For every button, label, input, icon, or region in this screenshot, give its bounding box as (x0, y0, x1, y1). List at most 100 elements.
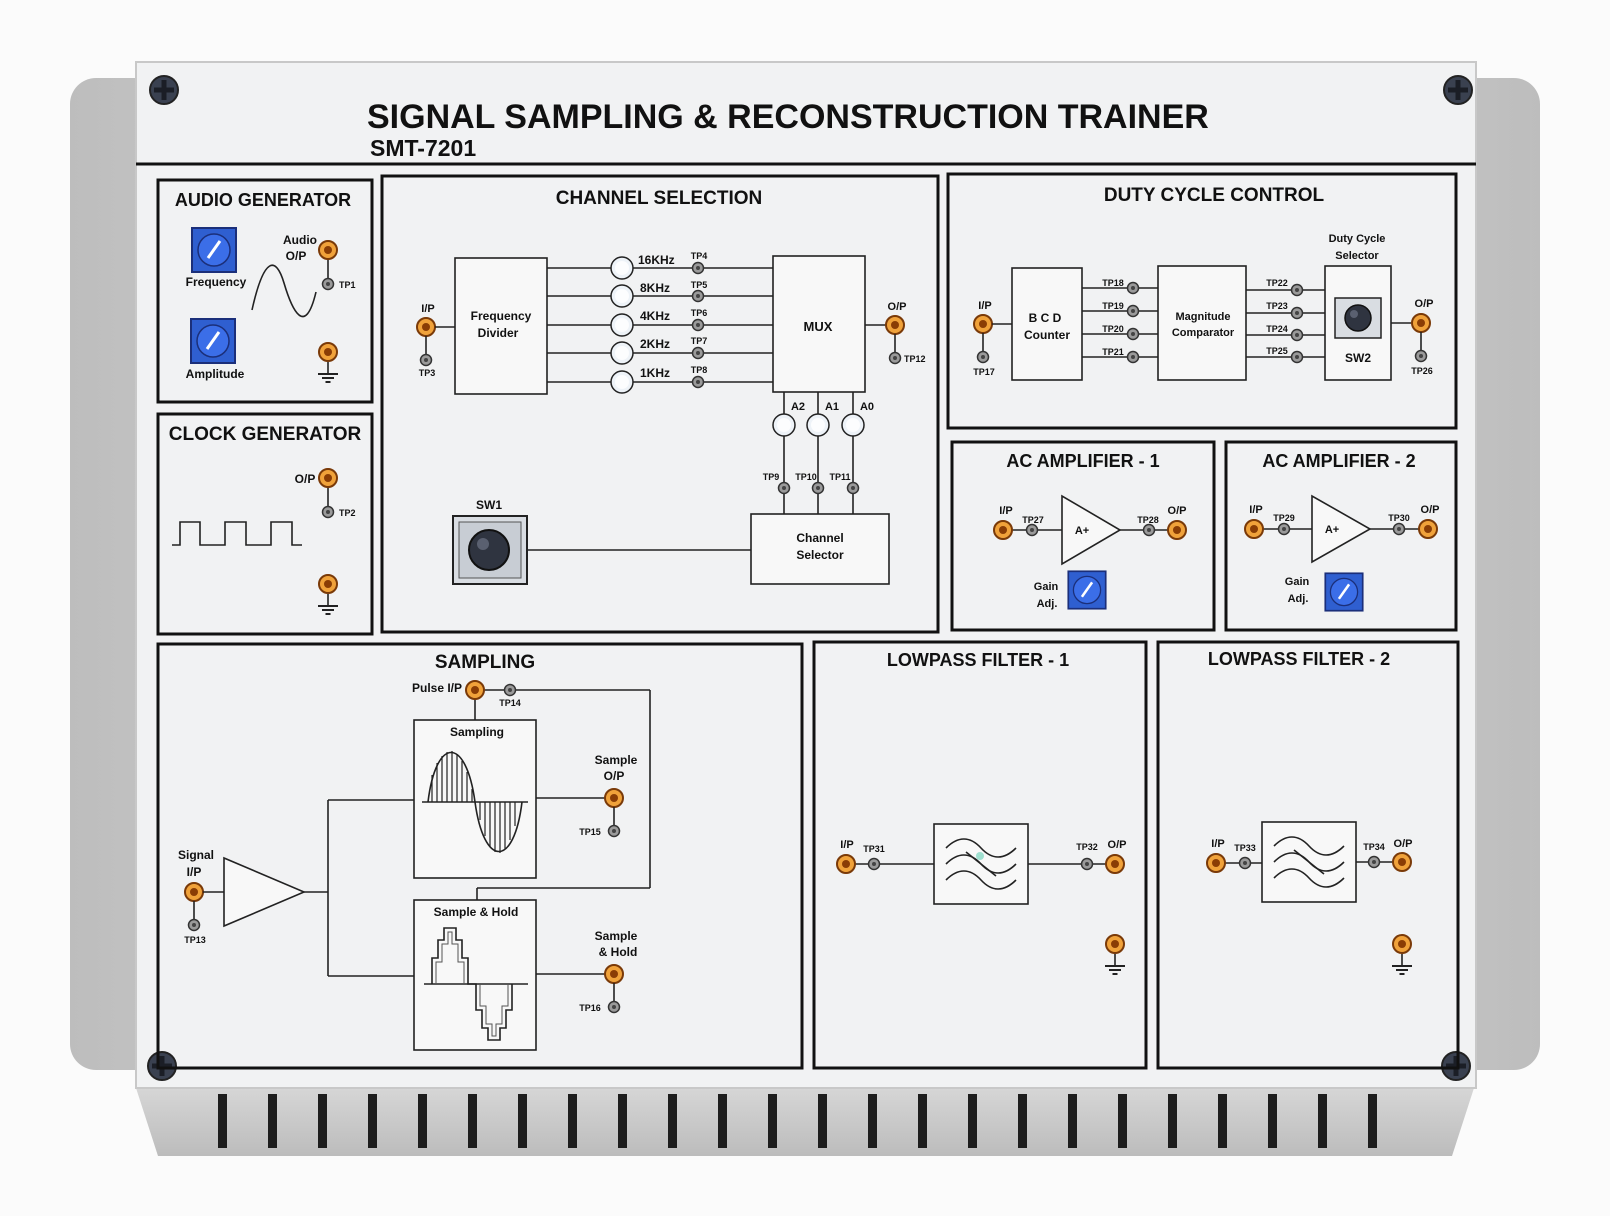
signal-ip-socket[interactable] (184, 882, 204, 902)
ip-label: I/P (840, 839, 853, 851)
tp6-testpoint[interactable] (691, 318, 705, 332)
tp21-testpoint[interactable] (1126, 350, 1140, 364)
tp33-testpoint[interactable] (1238, 856, 1252, 870)
tp16-testpoint[interactable] (607, 1000, 621, 1014)
clock-op-label: O/P (295, 472, 316, 486)
sample-hold-block (413, 899, 537, 1051)
ground-socket[interactable] (1105, 934, 1125, 954)
frequency-channels: 16KHz 8KHz 4KHz 2KHz 1KHz TP4 TP5 TP6 TP… (547, 251, 773, 394)
sw2-pushbutton[interactable] (1334, 297, 1382, 339)
tp4-testpoint[interactable] (691, 261, 705, 275)
tp25-testpoint[interactable] (1290, 350, 1304, 364)
duty-op-socket[interactable] (1411, 313, 1431, 333)
lowpass-filter-1-section: LOWPASS FILTER - 1 I/P TP31 TP32 O/P (812, 640, 1148, 1070)
tp12-testpoint[interactable] (888, 351, 902, 365)
section-title: AC AMPLIFIER - 1 (1006, 451, 1159, 471)
tp-label: TP9 (763, 472, 780, 482)
filter-wave-icon (945, 838, 1017, 890)
pulse-ip-socket[interactable] (465, 680, 485, 700)
amp2-op-socket[interactable] (1418, 519, 1438, 539)
tp18-testpoint[interactable] (1126, 281, 1140, 295)
amp1-op-socket[interactable] (1167, 520, 1187, 540)
gain-label: Adj. (1288, 593, 1309, 605)
tp14-testpoint[interactable] (503, 683, 517, 697)
tp-label: TP30 (1388, 513, 1410, 523)
clock-op-socket[interactable] (318, 468, 338, 488)
ground-socket[interactable] (318, 574, 338, 594)
duty-ip-socket[interactable] (973, 314, 993, 334)
addr-label: A1 (825, 401, 839, 413)
selector-label: Channel (796, 531, 843, 545)
sh-op-socket[interactable] (604, 964, 624, 984)
tp31-testpoint[interactable] (867, 857, 881, 871)
tp-label: TP14 (499, 698, 521, 708)
tp5-testpoint[interactable] (691, 289, 705, 303)
op-label: O/P (888, 301, 907, 313)
frequency-knob-icon[interactable] (190, 226, 238, 274)
channel-op-socket[interactable] (885, 315, 905, 335)
tp13-testpoint[interactable] (187, 918, 201, 932)
tp1-testpoint[interactable] (321, 277, 335, 291)
tp15-testpoint[interactable] (607, 824, 621, 838)
tp-label: TP34 (1363, 842, 1385, 852)
sh-op-label: Sample (595, 929, 638, 943)
tp17-testpoint[interactable] (976, 350, 990, 364)
ip-label: I/P (978, 300, 991, 312)
tp2-testpoint[interactable] (321, 505, 335, 519)
sample-op-socket[interactable] (604, 788, 624, 808)
gain-knob-icon[interactable] (1324, 572, 1364, 612)
freq-label: 2KHz (640, 337, 670, 351)
tp30-testpoint[interactable] (1392, 522, 1406, 536)
tp-label: TP29 (1273, 513, 1295, 523)
lpf2-ip-socket[interactable] (1206, 853, 1226, 873)
clock-generator-section: CLOCK GENERATOR O/P TP2 (156, 412, 374, 636)
lpf2-op-socket[interactable] (1392, 852, 1412, 872)
audio-op-socket[interactable] (318, 240, 338, 260)
addr-label: A0 (860, 401, 874, 413)
tp8-testpoint[interactable] (691, 375, 705, 389)
tp11-testpoint[interactable] (846, 481, 860, 495)
selector-label: Selector (1335, 250, 1379, 262)
tp29-testpoint[interactable] (1277, 522, 1291, 536)
tp27-testpoint[interactable] (1025, 523, 1039, 537)
selector-label: Selector (796, 548, 844, 562)
ip-label: I/P (1249, 504, 1262, 516)
lpf1-ip-socket[interactable] (836, 854, 856, 874)
amp1-ip-socket[interactable] (993, 520, 1013, 540)
audio-op-label: O/P (286, 249, 307, 263)
tp19-testpoint[interactable] (1126, 304, 1140, 318)
lowpass-filter-2-section: LOWPASS FILTER - 2 I/P TP33 TP34 O/P (1156, 640, 1460, 1070)
tp9-testpoint[interactable] (777, 481, 791, 495)
lpf1-op-socket[interactable] (1105, 854, 1125, 874)
tp26-testpoint[interactable] (1414, 349, 1428, 363)
tp34-testpoint[interactable] (1367, 855, 1381, 869)
tp-label: TP28 (1137, 515, 1159, 525)
amp-label: A+ (1325, 524, 1339, 536)
tp-label: TP25 (1266, 346, 1288, 356)
led-a2 (772, 413, 796, 437)
gain-knob-icon[interactable] (1067, 570, 1107, 610)
section-title: LOWPASS FILTER - 1 (887, 650, 1069, 670)
tp28-testpoint[interactable] (1142, 523, 1156, 537)
tp7-testpoint[interactable] (691, 346, 705, 360)
ground-socket[interactable] (318, 342, 338, 362)
op-label: O/P (1168, 505, 1187, 517)
tp22-testpoint[interactable] (1290, 283, 1304, 297)
tp20-testpoint[interactable] (1126, 327, 1140, 341)
tp10-testpoint[interactable] (811, 481, 825, 495)
tp32-testpoint[interactable] (1080, 857, 1094, 871)
tp-label: TP21 (1102, 347, 1124, 357)
ground-socket[interactable] (1392, 934, 1412, 954)
op-label: O/P (1421, 504, 1440, 516)
channel-ip-socket[interactable] (416, 317, 436, 337)
tp3-testpoint[interactable] (419, 353, 433, 367)
sampled-wave-icon (427, 751, 523, 853)
amp2-ip-socket[interactable] (1244, 519, 1264, 539)
tp23-testpoint[interactable] (1290, 306, 1304, 320)
sw1-pushbutton[interactable] (452, 515, 528, 585)
amplitude-knob-icon[interactable] (189, 317, 237, 365)
tp24-testpoint[interactable] (1290, 328, 1304, 342)
tp-label: TP8 (691, 365, 708, 375)
panel-model: SMT-7201 (370, 135, 476, 161)
